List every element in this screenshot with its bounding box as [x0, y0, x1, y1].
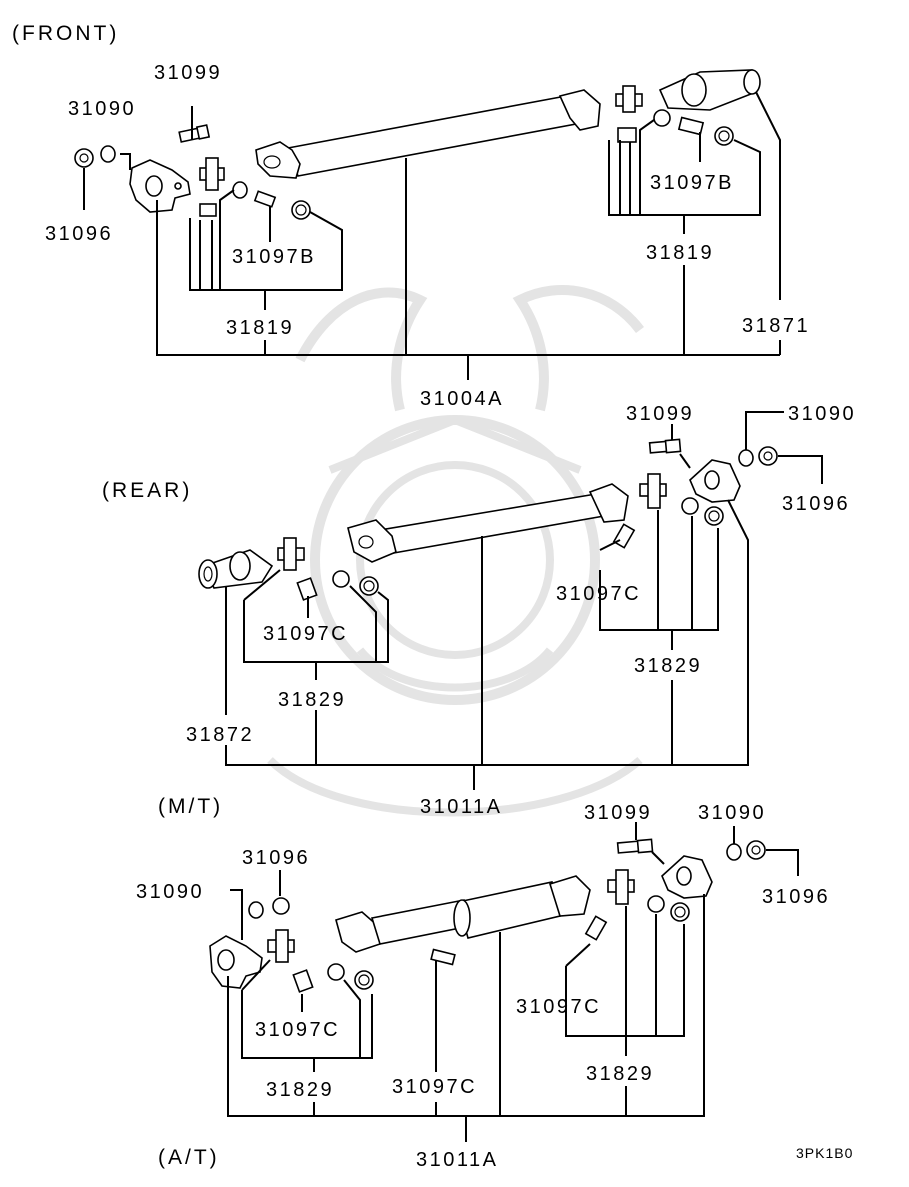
label-31819-left: 31819: [226, 317, 294, 339]
label-31090: 31090: [788, 403, 856, 425]
front-spider-left-part: [199, 157, 311, 220]
watermark-logo: [267, 285, 644, 817]
at-propeller-shaft-part: [335, 875, 591, 966]
rear-propeller-shaft-part: [347, 483, 629, 563]
rear-at-section: 31096 31090 31099 31090 31096 31097C 310…: [136, 802, 853, 1171]
front-propeller-shaft-part: [255, 89, 601, 179]
front-slip-yoke-part: [658, 69, 761, 111]
label-31099: 31099: [154, 62, 222, 84]
label-31090-right: 31090: [698, 802, 766, 824]
section-title-rear: (REAR): [102, 479, 192, 502]
rear-washer-part: [738, 449, 754, 467]
label-31097b-right: 31097B: [650, 172, 734, 194]
front-washer-part: [100, 145, 116, 163]
label-31829-left: 31829: [266, 1079, 334, 1101]
front-section: (FRONT): [12, 22, 810, 410]
label-31096: 31096: [45, 223, 113, 245]
rear-spider-left-part: [277, 537, 379, 601]
rear-bolt-part: [648, 438, 682, 454]
rear-mt-section: (REAR): [102, 403, 856, 818]
label-31097c-right: 31097C: [516, 996, 601, 1018]
rear-slip-yoke-part: [198, 549, 274, 589]
at-nut-left-part: [272, 897, 290, 915]
at-flange-right-part: [661, 855, 713, 899]
label-31090: 31090: [68, 98, 136, 120]
label-31096: 31096: [782, 493, 850, 515]
front-bolt-part: [178, 124, 211, 143]
label-31011a: 31011A: [416, 1149, 498, 1171]
label-31829-right: 31829: [634, 655, 702, 677]
front-spider-right-part: [615, 85, 734, 146]
label-31099: 31099: [626, 403, 694, 425]
at-bolt-part: [616, 838, 654, 854]
front-nut-part: [74, 148, 94, 168]
label-31829-right: 31829: [586, 1063, 654, 1085]
front-flange-yoke-part: [129, 159, 191, 213]
at-spider-left-part: [267, 929, 374, 993]
section-title-front: (FRONT): [12, 22, 119, 45]
section-title-mt: (M/T): [158, 795, 223, 818]
at-nut-right-part: [746, 840, 766, 860]
label-31096-right: 31096: [762, 886, 830, 908]
label-31871: 31871: [742, 315, 810, 337]
section-title-at: (A/T): [158, 1146, 220, 1169]
label-31097c-right: 31097C: [556, 583, 641, 605]
label-31097c-left: 31097C: [255, 1019, 340, 1041]
diagram-code: 3PK1B0: [796, 1145, 853, 1161]
rear-nut-part: [758, 446, 778, 466]
label-31096-left: 31096: [242, 847, 310, 869]
label-31099: 31099: [584, 802, 652, 824]
at-washer-right-part: [726, 843, 742, 861]
at-spider-right-part: [584, 869, 690, 941]
label-31097c-left: 31097C: [263, 623, 348, 645]
at-flange-left-part: [209, 935, 263, 989]
rear-spider-right-part: [612, 473, 724, 549]
label-31090-left: 31090: [136, 881, 204, 903]
at-washer-left-part: [248, 901, 264, 919]
label-31829-left: 31829: [278, 689, 346, 711]
label-31004a: 31004A: [420, 388, 504, 410]
label-31097c-mid: 31097C: [392, 1076, 477, 1098]
rear-flange-yoke-part: [689, 459, 741, 503]
label-31872: 31872: [186, 724, 254, 746]
label-31097b-left: 31097B: [232, 246, 316, 268]
label-31819-right: 31819: [646, 242, 714, 264]
label-31011a: 31011A: [420, 796, 502, 818]
